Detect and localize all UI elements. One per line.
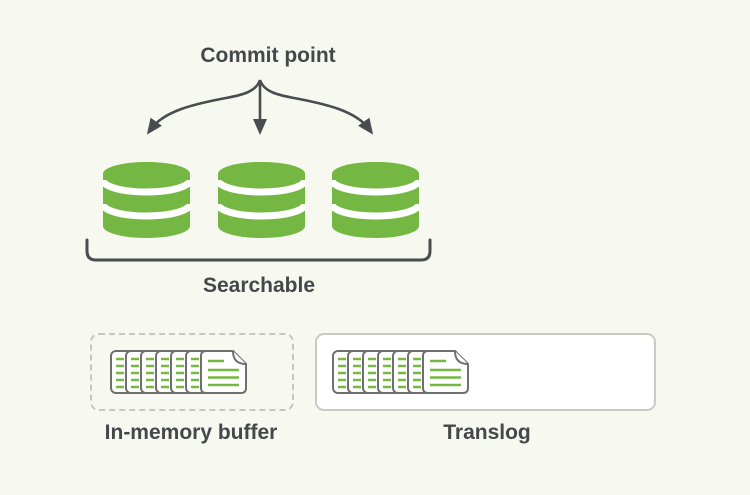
translog-label: Translog — [443, 421, 531, 444]
buffer-documents-icon — [110, 349, 248, 395]
translog-documents-icon — [332, 349, 470, 395]
commit-arrows-icon — [146, 79, 374, 135]
in-memory-buffer-box — [90, 333, 294, 411]
segment-database-icon — [103, 162, 190, 238]
segment-database-icon — [218, 162, 305, 238]
in-memory-buffer-label: In-memory buffer — [104, 421, 278, 444]
commit-point-label: Commit point — [200, 44, 336, 67]
searchable-label: Searchable — [202, 274, 316, 297]
segment-database-icon — [332, 162, 419, 238]
searchable-bracket — [85, 238, 432, 262]
